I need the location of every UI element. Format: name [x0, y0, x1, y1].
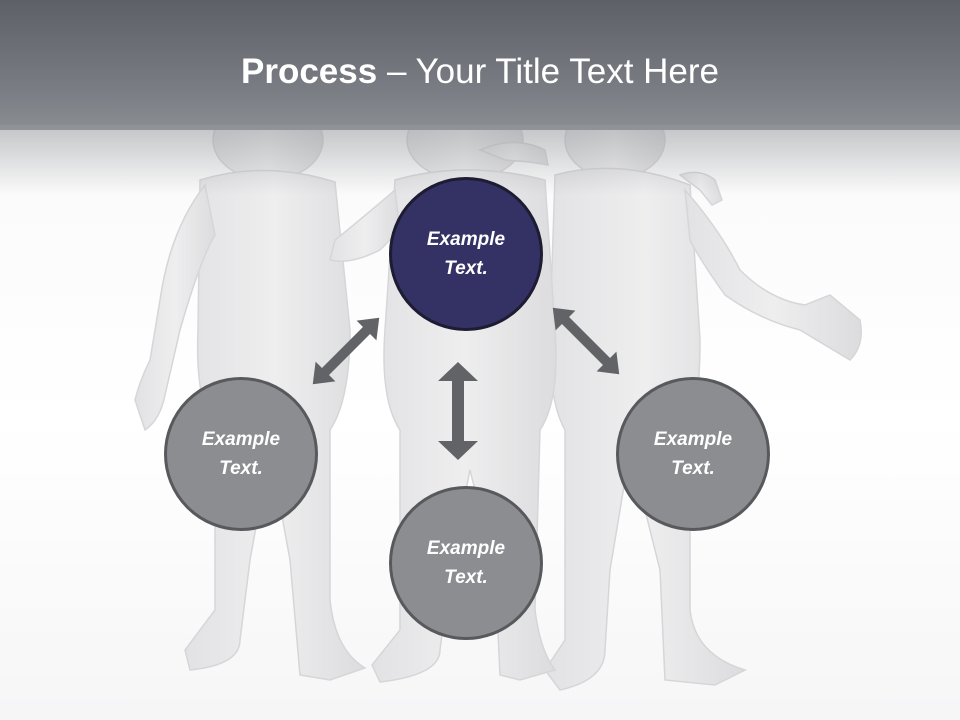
title-text: – Your Title Text Here [377, 52, 719, 91]
node-text-line2: Text. [219, 458, 263, 479]
double-arrow-icon [438, 362, 478, 460]
node-text-line2: Text. [671, 458, 715, 479]
node-text-line1: Example [653, 429, 733, 450]
process-node-top[interactable]: Example Text. [389, 177, 543, 331]
node-text-line1: Example [426, 538, 506, 559]
node-text-line1: Example [201, 429, 281, 450]
process-node-right[interactable]: Example Text. [616, 377, 770, 531]
node-text-line2: Text. [444, 258, 488, 279]
header-band [0, 0, 960, 130]
node-text-line2: Text. [444, 567, 488, 588]
title-bold-word: Process [241, 52, 378, 91]
double-arrow-icon [552, 307, 620, 375]
node-text-line1: Example [426, 229, 506, 250]
process-node-left[interactable]: Example Text. [164, 377, 318, 531]
slide-title: Process – Your Title Text Here [0, 52, 960, 92]
double-arrow-icon [312, 317, 380, 385]
process-node-bottom[interactable]: Example Text. [389, 486, 543, 640]
